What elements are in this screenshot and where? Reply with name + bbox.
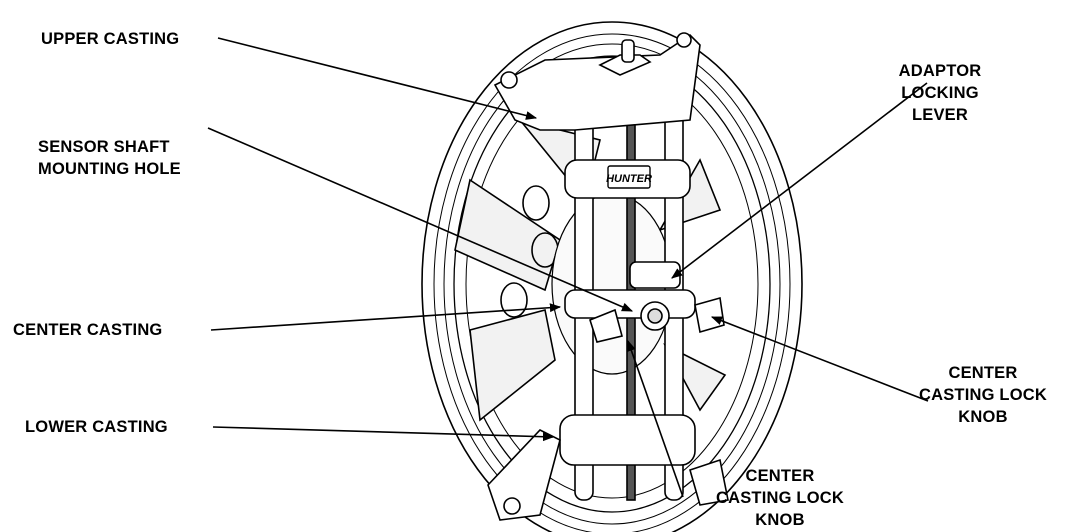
label-center-casting-lock-knob-right: CENTER CASTING LOCK KNOB xyxy=(919,364,1047,426)
label-adaptor-locking-lever: ADAPTOR LOCKING LEVER xyxy=(898,62,982,124)
label-sensor-shaft-mounting-hole: SENSOR SHAFT MOUNTING HOLE xyxy=(38,138,181,178)
label-center-casting: CENTER CASTING xyxy=(13,321,163,339)
leader-center-knob-right xyxy=(710,316,929,402)
leader-adaptor-lever xyxy=(671,82,928,279)
adaptor-assembly: HUNTER xyxy=(487,32,729,521)
leader-center-casting xyxy=(210,303,562,331)
hunter-logo: HUNTER xyxy=(606,173,652,185)
label-lower-casting: LOWER CASTING xyxy=(25,418,168,436)
leader-upper-casting xyxy=(217,37,538,120)
leader-lines xyxy=(207,37,929,498)
leader-sensor-shaft xyxy=(207,127,634,312)
leader-center-knob-bottom xyxy=(627,339,684,498)
leader-lower-casting xyxy=(212,426,555,442)
label-center-casting-lock-knob-bottom: CENTER CASTING LOCK KNOB xyxy=(716,467,844,529)
label-upper-casting: UPPER CASTING xyxy=(41,30,180,48)
